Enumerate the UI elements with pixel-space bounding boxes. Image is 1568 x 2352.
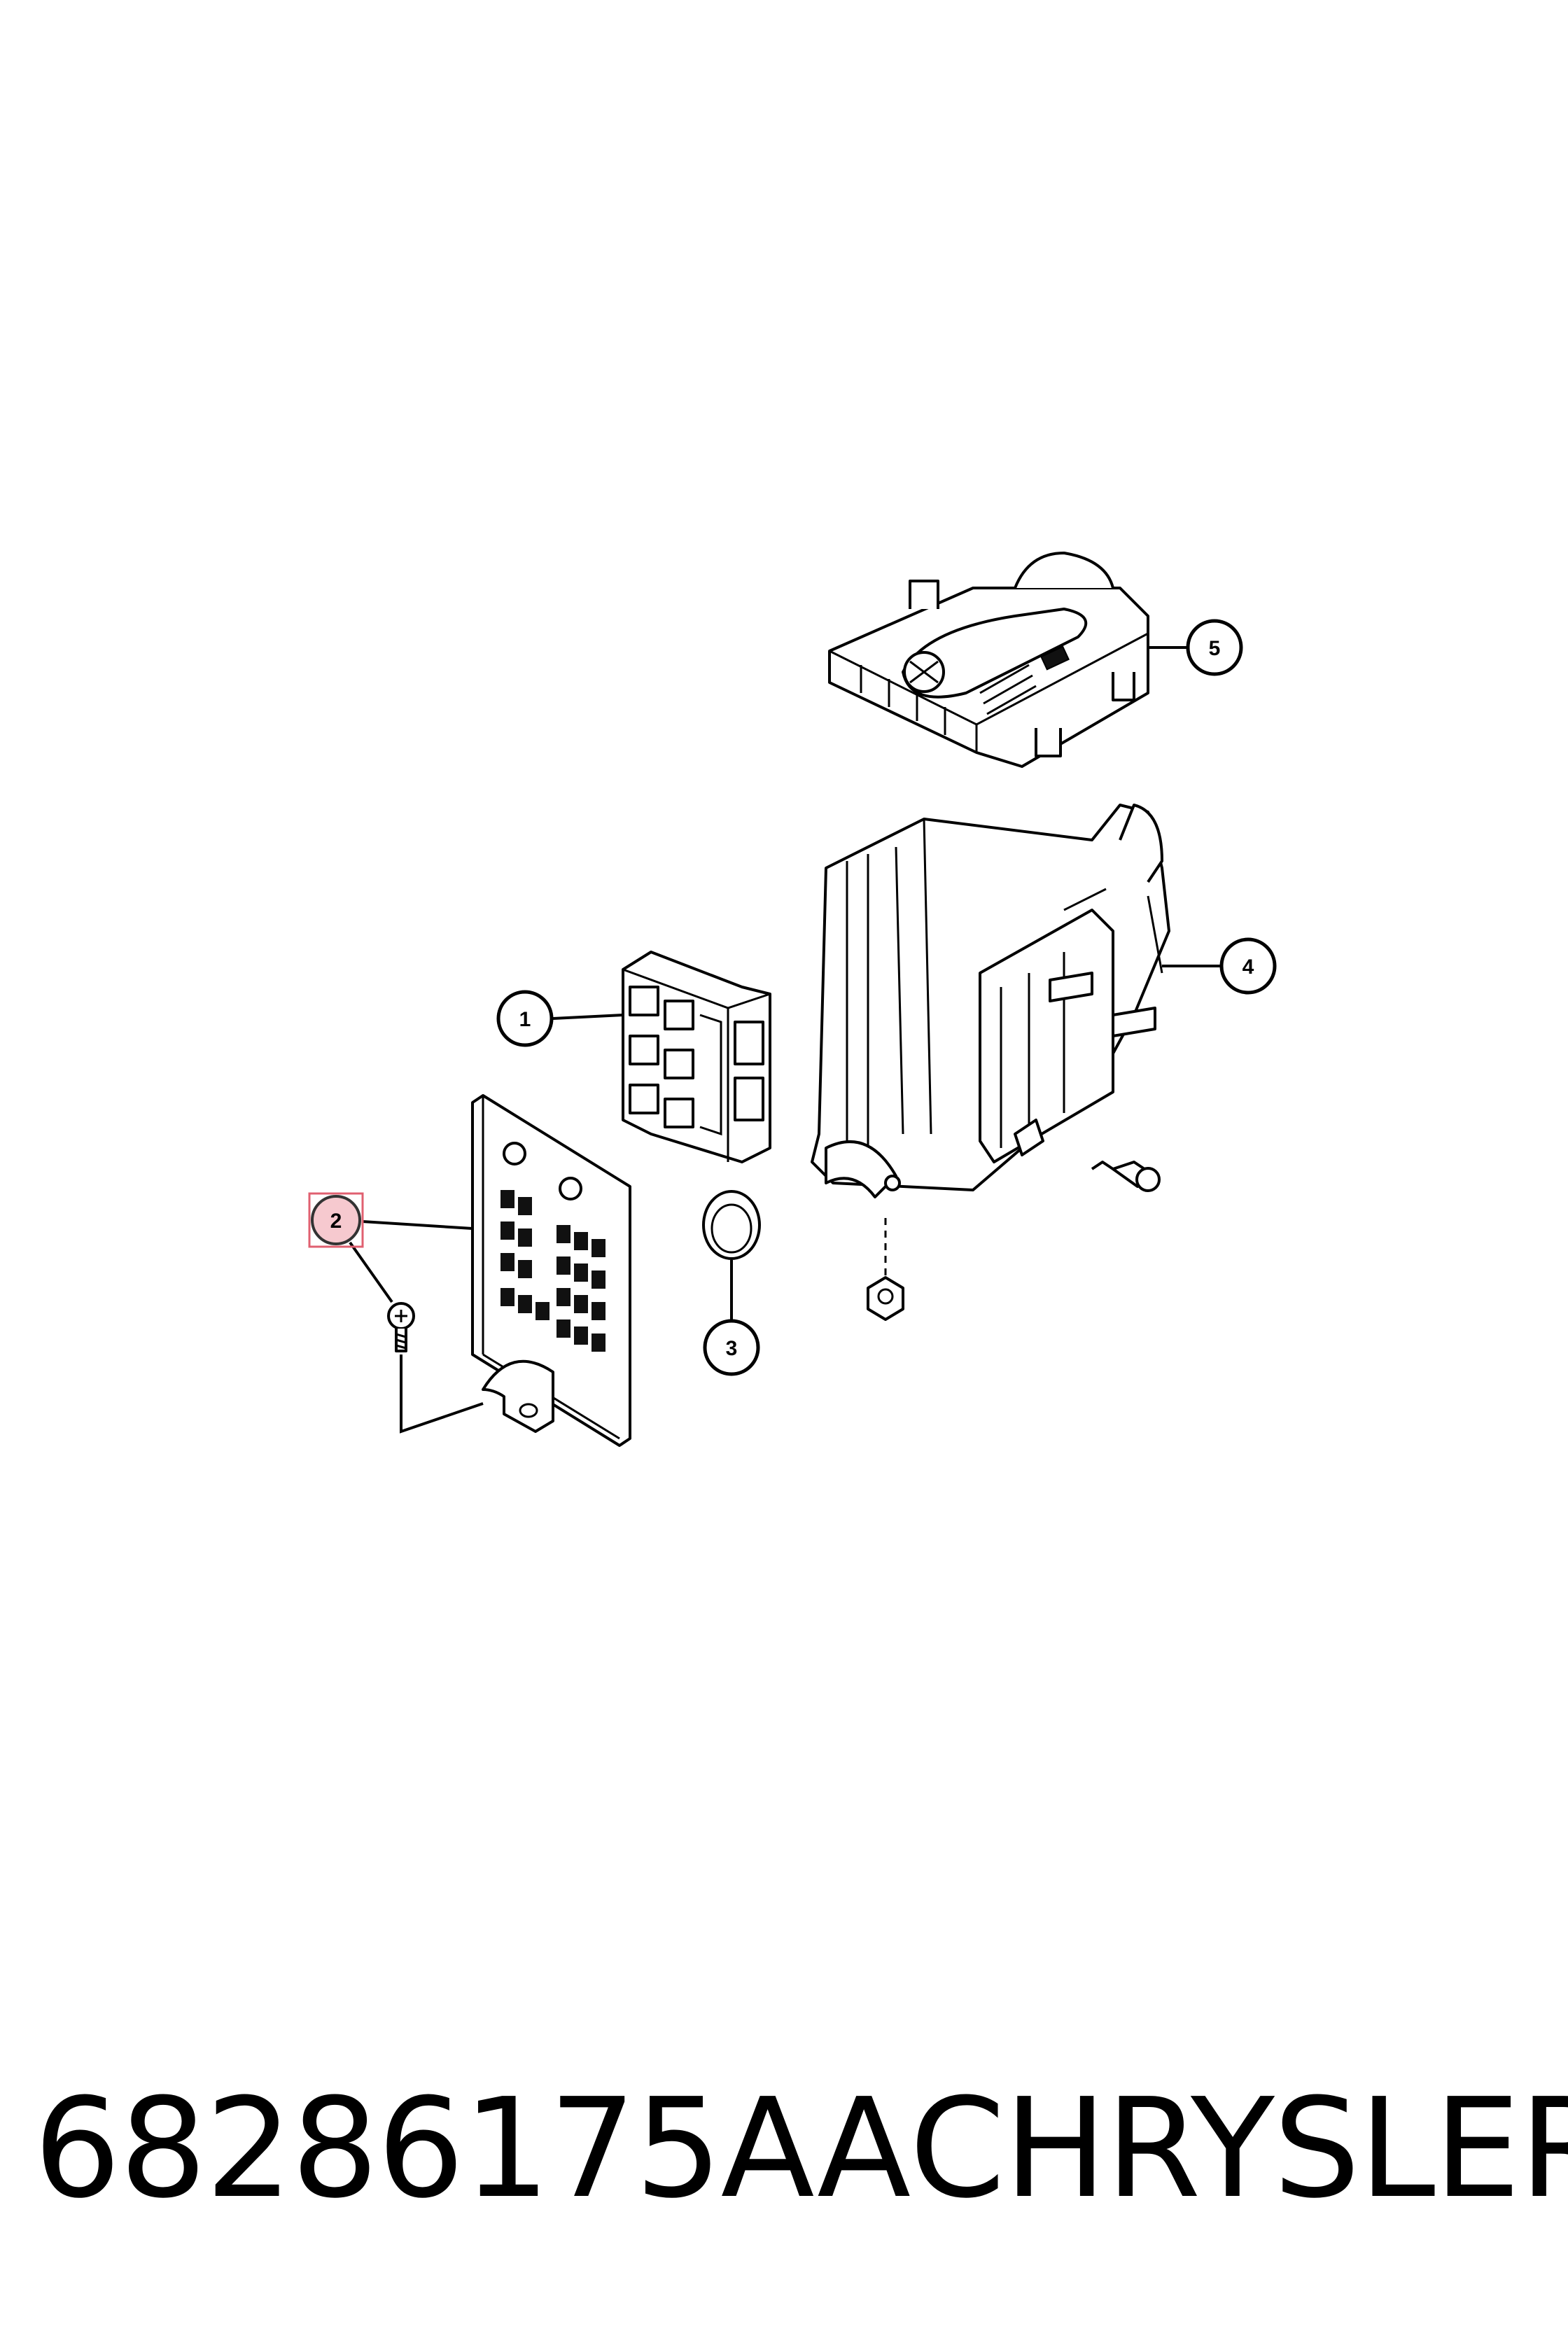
callout-5[interactable]: 5 bbox=[1186, 619, 1243, 676]
leader-1 bbox=[552, 1014, 624, 1020]
callout-3[interactable]: 3 bbox=[703, 1319, 760, 1376]
part-5-cover bbox=[828, 552, 1149, 768]
leader-2 bbox=[349, 1220, 473, 1303]
callout-2-highlight-box bbox=[308, 1192, 364, 1248]
screw-icon-left bbox=[387, 1302, 484, 1434]
part-caption: 68286175AA CHRYSLER bbox=[34, 2069, 1568, 2229]
brand-name: CHRYSLER bbox=[909, 2069, 1568, 2229]
callout-3-label: 3 bbox=[726, 1337, 738, 1360]
callout-4[interactable]: 4 bbox=[1219, 937, 1277, 995]
part-1-fuse-block bbox=[622, 951, 771, 1163]
part-2-bracket-plate bbox=[471, 1094, 631, 1447]
callout-2[interactable]: 2 bbox=[308, 1192, 364, 1248]
callout-2-label: 2 bbox=[330, 1210, 342, 1233]
part-number: 68286175AA bbox=[34, 2069, 911, 2229]
callout-5-label: 5 bbox=[1209, 637, 1221, 660]
part-4-bracket bbox=[811, 804, 1170, 1198]
callout-1-label: 1 bbox=[519, 1008, 531, 1031]
part-3-grommet bbox=[702, 1190, 761, 1260]
nut-icon bbox=[867, 1218, 904, 1321]
screw-icon-right bbox=[1091, 1161, 1161, 1192]
callout-1[interactable]: 1 bbox=[496, 990, 554, 1047]
callout-4-label: 4 bbox=[1242, 955, 1254, 979]
